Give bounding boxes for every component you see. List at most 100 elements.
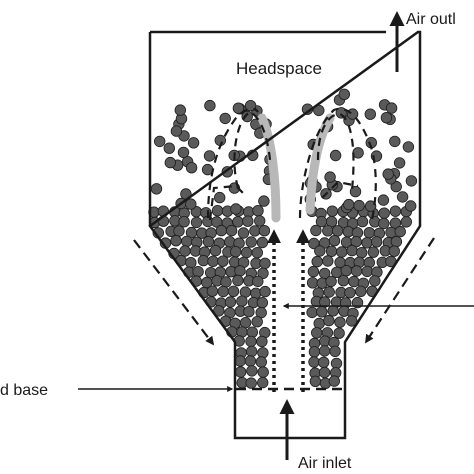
particle-bed <box>148 88 418 390</box>
particle <box>229 245 242 258</box>
particle <box>258 195 270 207</box>
particle <box>232 274 244 287</box>
particle <box>369 275 381 287</box>
annotation-pointers <box>78 303 474 460</box>
particle <box>246 365 258 377</box>
particle <box>382 168 394 180</box>
particle <box>405 200 417 212</box>
particle <box>224 296 237 308</box>
particle <box>378 207 390 219</box>
particle <box>164 156 177 169</box>
particle <box>340 265 353 277</box>
particle <box>163 142 176 154</box>
particle <box>243 306 255 318</box>
particle <box>405 175 418 187</box>
particle <box>245 345 258 358</box>
particle <box>346 315 358 327</box>
particle <box>217 285 229 298</box>
particle <box>217 255 229 267</box>
base-label: d base <box>0 382 48 399</box>
particle <box>252 204 264 217</box>
particle <box>322 255 334 267</box>
particle <box>256 236 269 249</box>
particle <box>236 295 248 307</box>
particle <box>338 88 351 101</box>
particle <box>153 135 166 148</box>
particle <box>257 376 269 389</box>
particle <box>251 246 263 259</box>
particle <box>344 287 356 299</box>
particle <box>389 205 402 217</box>
particle <box>206 285 219 297</box>
particle <box>211 204 224 217</box>
particle <box>150 183 163 195</box>
particle <box>203 150 216 162</box>
particle <box>318 366 331 379</box>
particle <box>316 306 328 318</box>
particle <box>356 246 368 259</box>
particle <box>378 217 390 230</box>
particle <box>389 217 402 229</box>
side-flow-arrows <box>133 237 435 346</box>
particle <box>331 225 344 237</box>
particle <box>364 108 377 120</box>
particle <box>170 234 182 247</box>
vessel-wall <box>148 30 422 440</box>
particle <box>197 254 210 267</box>
particle <box>250 287 262 300</box>
particle <box>244 99 257 112</box>
particle <box>251 316 263 328</box>
fountain-flow-lines <box>206 107 377 221</box>
particle <box>393 157 406 169</box>
particle <box>346 244 358 257</box>
particle <box>329 345 341 358</box>
particle <box>174 104 187 116</box>
particle <box>242 215 254 227</box>
particle <box>252 275 264 288</box>
particle <box>361 237 373 249</box>
particle <box>177 146 190 159</box>
particle <box>390 235 403 248</box>
particle <box>335 107 348 119</box>
particle <box>348 275 360 288</box>
particle <box>306 306 318 319</box>
particle <box>311 327 323 339</box>
spout-left <box>257 113 281 223</box>
particle <box>249 225 261 237</box>
spout-right <box>305 113 335 215</box>
particle <box>232 102 245 114</box>
particle <box>367 246 380 258</box>
particle <box>309 375 322 388</box>
particle <box>220 276 232 288</box>
particle <box>259 257 271 270</box>
particle <box>325 245 338 258</box>
particle <box>179 245 191 257</box>
particle <box>337 275 350 287</box>
particle <box>325 275 337 288</box>
particle <box>402 141 415 153</box>
particle <box>190 216 203 229</box>
particle <box>310 224 322 237</box>
particle <box>313 317 325 330</box>
particle <box>307 265 320 278</box>
particle <box>334 316 346 328</box>
particle <box>390 180 402 193</box>
particle <box>343 198 355 211</box>
headspace-label: Headspace <box>236 59 322 78</box>
particle <box>356 215 369 228</box>
particle <box>258 224 271 237</box>
particle <box>240 246 253 259</box>
particle <box>245 377 257 389</box>
particle <box>388 245 401 257</box>
particle <box>215 224 228 237</box>
particle <box>257 366 269 378</box>
particle <box>380 111 393 124</box>
particle <box>256 297 269 309</box>
particle <box>355 285 367 298</box>
particle <box>326 205 339 217</box>
central-flow-arrows <box>267 229 310 392</box>
particle <box>178 215 190 228</box>
particle <box>371 236 383 248</box>
particle <box>255 356 267 368</box>
